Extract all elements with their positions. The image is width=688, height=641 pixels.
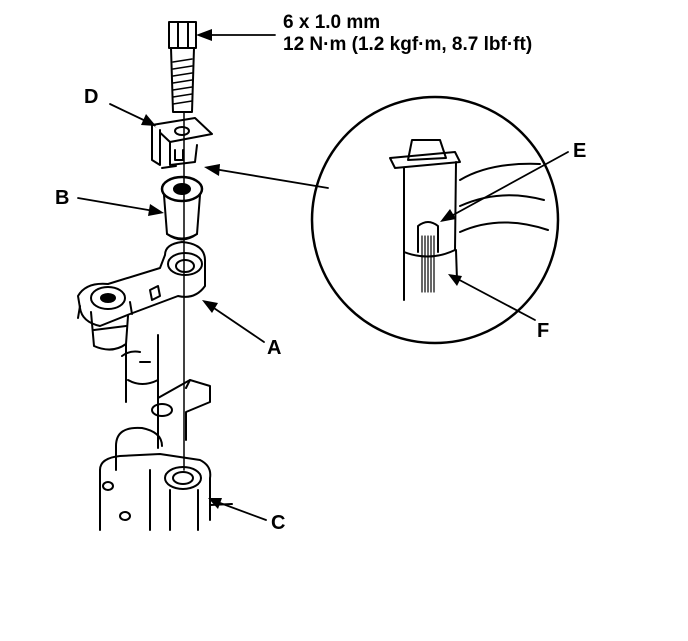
callout-a: A bbox=[267, 337, 282, 359]
flange-bolt bbox=[168, 21, 197, 113]
shift-shaft-housing-c bbox=[99, 334, 233, 531]
collar-b bbox=[160, 175, 204, 241]
bolt-size-label: 6 x 1.0 mm bbox=[283, 12, 381, 33]
torque-value-label: 12 N·m (1.2 kgf·m, 8.7 lbf·ft) bbox=[283, 34, 533, 55]
shift-arm-lever-a bbox=[77, 241, 207, 351]
bracket-d bbox=[151, 117, 213, 169]
callout-c: C bbox=[271, 512, 286, 534]
detail-view-circle bbox=[310, 95, 560, 345]
callout-d: D bbox=[84, 86, 99, 108]
arrowheads bbox=[141, 29, 462, 509]
callout-e: E bbox=[573, 140, 587, 162]
leader-lines bbox=[77, 34, 569, 521]
callout-f: F bbox=[537, 320, 550, 342]
callout-b: B bbox=[55, 187, 70, 209]
